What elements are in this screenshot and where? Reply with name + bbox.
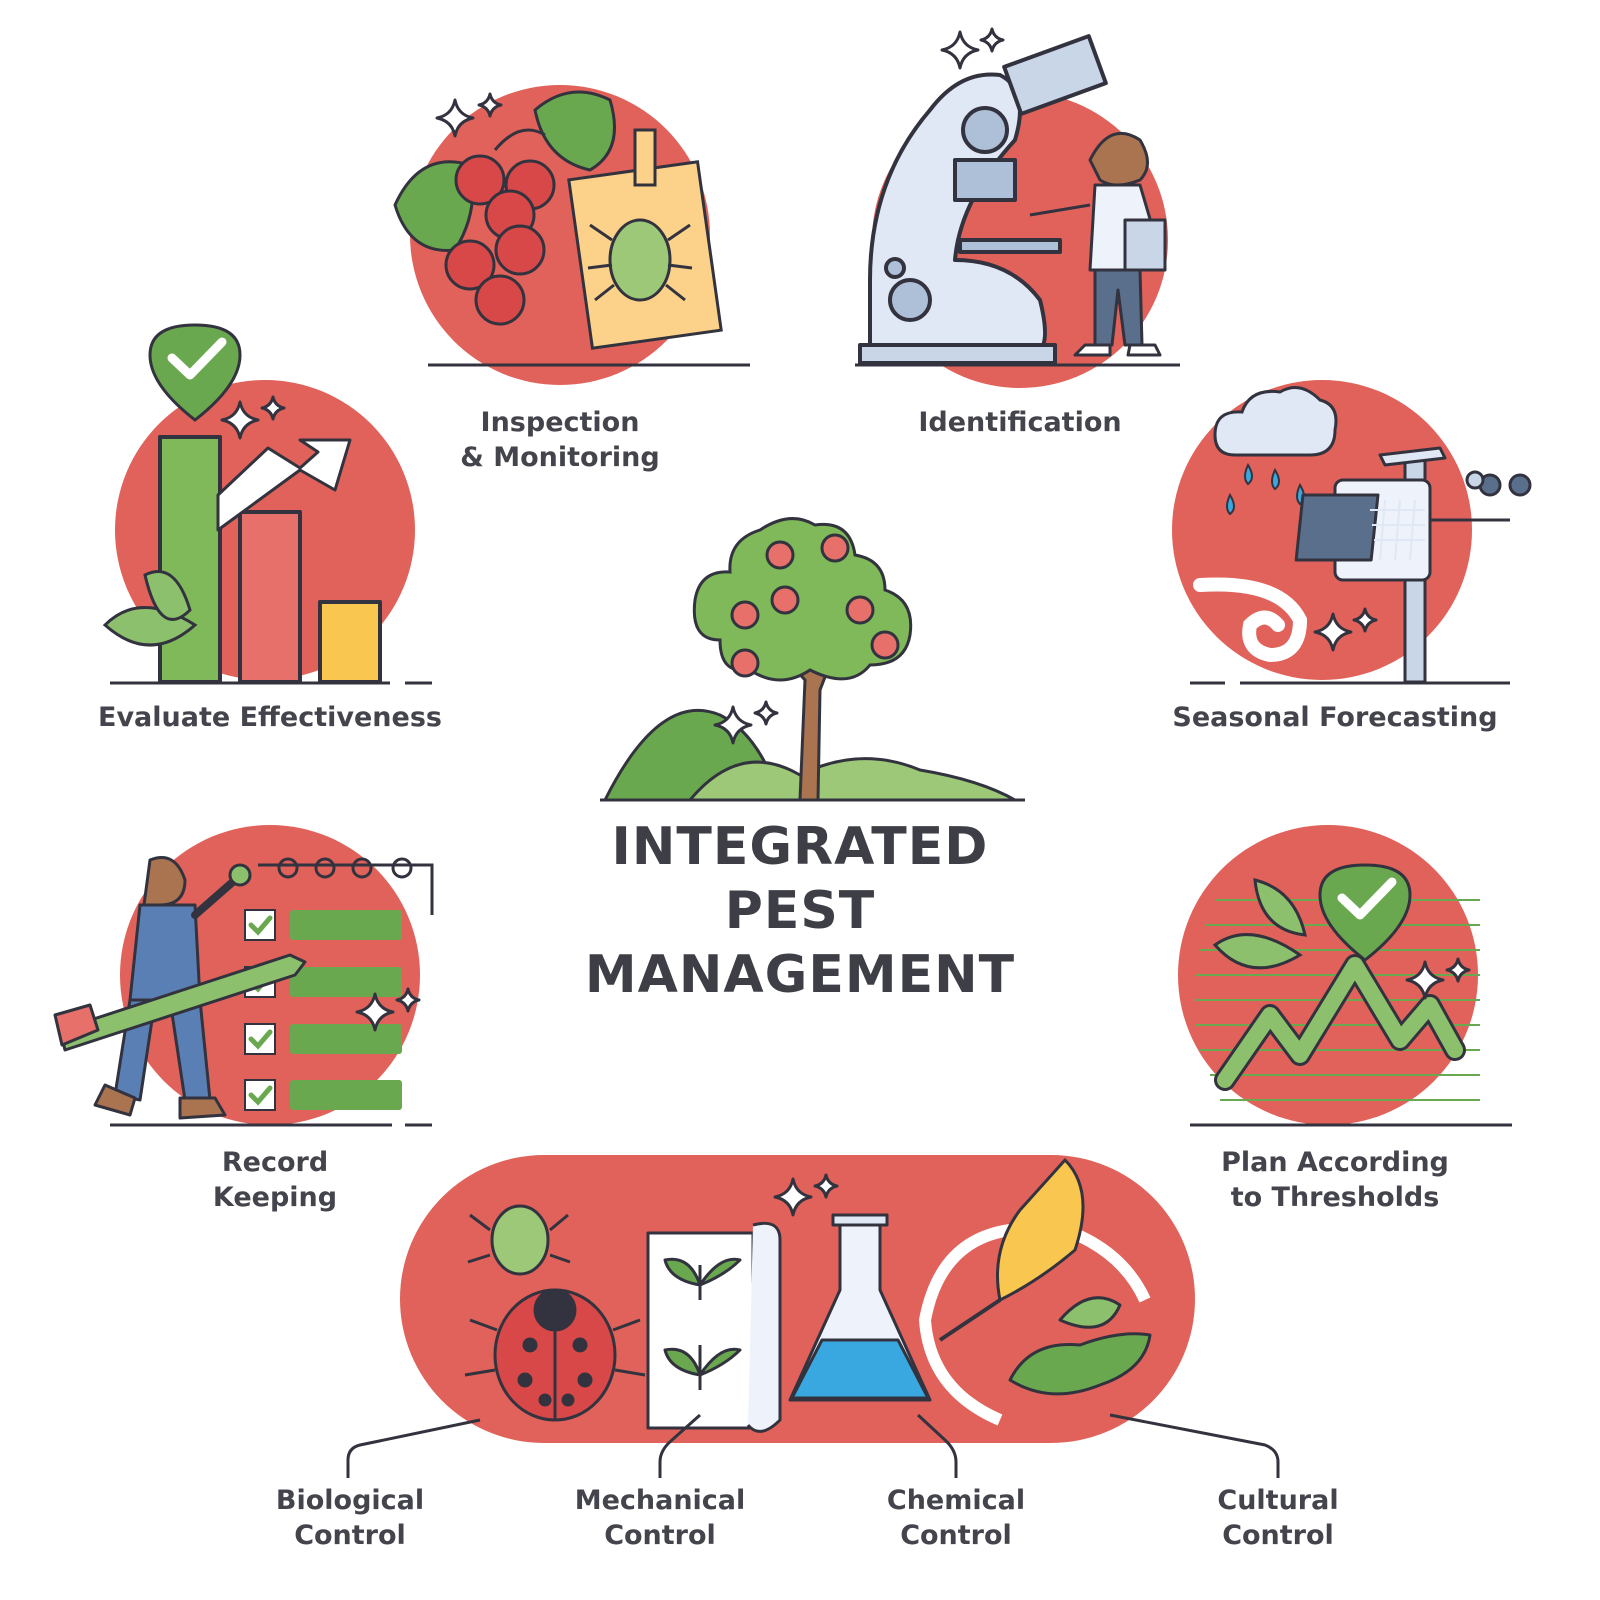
- control-methods-panel: [400, 1155, 1195, 1443]
- sticky-trap-icon: [567, 128, 723, 350]
- thresholds-label: Plan According to Thresholds: [1221, 1147, 1449, 1213]
- record-keeping-label: Record Keeping: [212, 1147, 338, 1213]
- berries-icon: [444, 128, 556, 326]
- apples-icon: [730, 533, 900, 678]
- inspection-monitoring-illustration: [393, 85, 750, 385]
- inspection-monitoring-label: Inspection & Monitoring: [460, 407, 660, 473]
- wind-swirl-icon: [1193, 577, 1308, 663]
- rain-cloud-icon: [1213, 386, 1338, 516]
- crop-rotation-icon: [919, 1158, 1152, 1426]
- growth-arrow-icon: [216, 438, 352, 532]
- biological-control-label: Biological Control: [275, 1485, 425, 1551]
- leaf-icon: [1212, 878, 1307, 970]
- flask-icon: [788, 1213, 932, 1402]
- evaluate-effectiveness-illustration: [102, 323, 432, 685]
- check-pin-icon: [1318, 863, 1412, 962]
- chemical-control-label: Chemical Control: [886, 1485, 1026, 1551]
- evaluate-effectiveness-label: Evaluate Effectiveness: [98, 702, 442, 733]
- microscope-icon: [858, 34, 1108, 365]
- thresholds-illustration: [1178, 825, 1512, 1127]
- apple-tree-illustration: [600, 517, 1025, 802]
- scientist-icon: [1029, 131, 1167, 357]
- title-line-2: PEST: [724, 881, 876, 941]
- check-pin-icon: [148, 323, 242, 422]
- title-line-3: MANAGEMENT: [584, 945, 1016, 1005]
- identification-illustration: [855, 27, 1180, 388]
- seasonal-forecasting-illustration: [1172, 380, 1532, 685]
- weather-station-icon: [1294, 446, 1532, 684]
- farmer-with-pencil-icon: [53, 856, 307, 1120]
- leaf-icon: [102, 570, 198, 647]
- ladybug-icon: [464, 1204, 646, 1422]
- bar-chart-icon: [158, 435, 382, 684]
- title-line-1: INTEGRATED: [611, 817, 989, 877]
- page-title: INTEGRATED PEST MANAGEMENT: [530, 815, 1070, 1007]
- mechanical-control-label: Mechanical Control: [574, 1485, 746, 1551]
- trend-line-icon: [1214, 954, 1466, 1091]
- record-keeping-illustration: [53, 825, 434, 1127]
- seasonal-forecasting-label: Seasonal Forecasting: [1172, 702, 1498, 733]
- cultural-control-label: Cultural Control: [1217, 1485, 1339, 1551]
- identification-label: Identification: [918, 407, 1122, 438]
- control-connector-lines: [346, 1413, 1280, 1478]
- leaf-icon: [393, 90, 616, 252]
- plant-scroll-icon: [646, 1221, 782, 1433]
